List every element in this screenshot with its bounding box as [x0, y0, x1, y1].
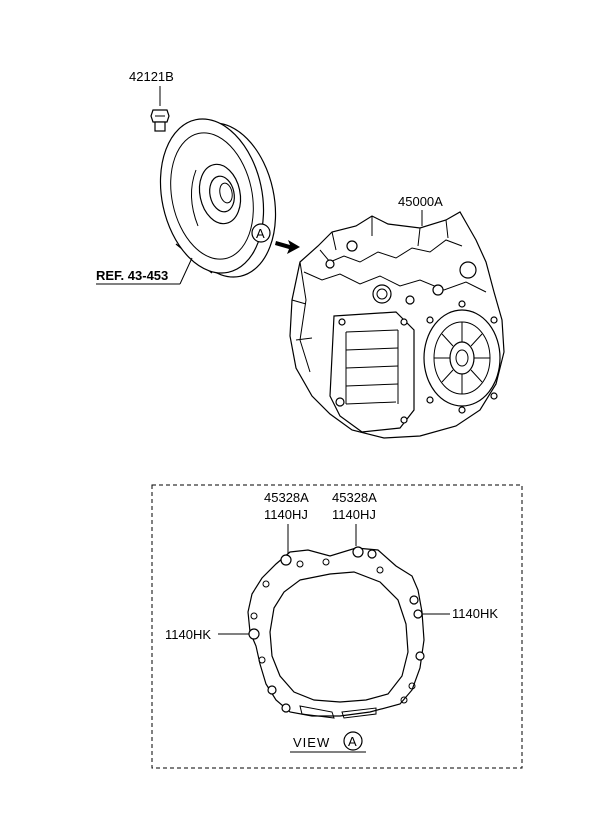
view-caption-circle-icon	[343, 731, 363, 751]
view-a-marker[interactable]: A	[251, 223, 300, 254]
gasket-plate-icon	[247, 546, 425, 719]
torque-converter[interactable]: REF. 43-453	[96, 109, 289, 286]
direction-arrow-icon	[275, 240, 300, 254]
left-pin-bolt-number: 1140HJ	[264, 507, 308, 522]
bolt-42121b[interactable]: 42121B	[129, 69, 174, 132]
gasket-plate[interactable]	[247, 546, 425, 719]
view-caption-letter: A	[348, 734, 357, 749]
ref-leader-line	[179, 257, 193, 285]
view-a-detail-frame	[151, 484, 523, 769]
gasket-left-pin-callout[interactable]: 45328A 1140HJ	[264, 490, 309, 554]
left-pin-part-number: 45328A	[264, 490, 309, 505]
gasket-left-bolt-callout[interactable]: 1140HK	[165, 627, 249, 642]
view-caption-word: VIEW	[293, 735, 330, 750]
bolt-part-number: 42121B	[129, 69, 174, 84]
bolt-icon	[150, 109, 170, 132]
transaxle-part-number: 45000A	[398, 194, 443, 209]
torque-converter-icon	[159, 118, 277, 278]
view-a-letter: A	[256, 226, 265, 241]
view-a-caption: VIEW A	[290, 731, 366, 753]
view-a-circle-icon	[251, 223, 271, 243]
gasket-right-bolt-callout[interactable]: 1140HK	[422, 606, 498, 621]
gasket-right-pin-callout[interactable]: 45328A 1140HJ	[332, 490, 377, 546]
torque-converter-reference[interactable]: REF. 43-453	[96, 268, 168, 283]
right-bolt-part-number: 1140HK	[452, 606, 498, 621]
right-pin-part-number: 45328A	[332, 490, 377, 505]
right-pin-bolt-number: 1140HJ	[332, 507, 376, 522]
transaxle-icon	[289, 211, 505, 439]
left-bolt-part-number: 1140HK	[165, 627, 211, 642]
transaxle-assembly[interactable]: 45000A	[289, 194, 505, 439]
